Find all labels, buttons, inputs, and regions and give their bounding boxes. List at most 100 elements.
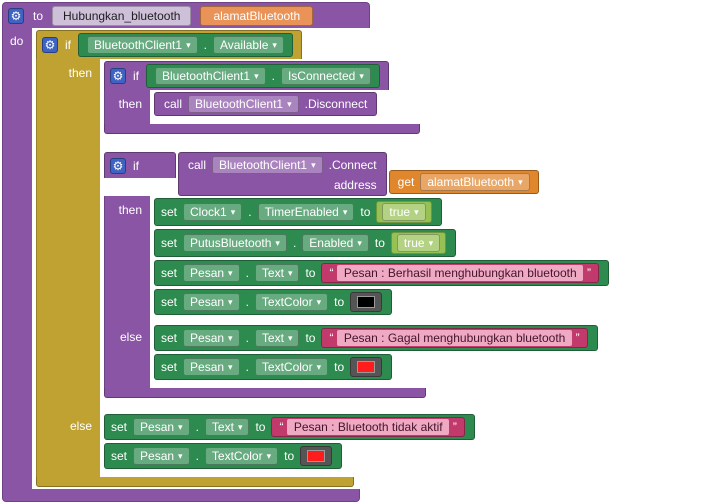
to-keyword: to [334,360,345,374]
dropdown-value: BluetoothClient1 [162,69,251,83]
to-keyword: to [374,236,385,250]
dropdown-value: Pesan [140,420,175,434]
if-connect-header[interactable]: ⚙ if [104,152,176,178]
dropdown-caret-icon: ▾ [518,176,523,187]
component-dropdown[interactable]: BluetoothClient1▾ [155,67,266,85]
property-dropdown[interactable]: Text▾ [204,418,250,436]
component-dropdown[interactable]: Pesan▾ [133,418,190,436]
set-pesan-textcolor-red[interactable]: set Pesan▾ . TextColor▾ to [154,354,393,380]
to-keyword: to [360,205,371,219]
dropdown-caret-icon: ▾ [272,39,277,50]
to-keyword: to [334,295,345,309]
mutator-gear-icon[interactable]: ⚙ [110,68,126,84]
if-connect-block[interactable]: ⚙ if call BluetoothClient1▾ [104,152,609,398]
component-dropdown[interactable]: Clock1▾ [183,203,243,221]
property-dropdown[interactable]: Available▾ [212,36,284,54]
text-value-field[interactable]: Pesan : Bluetooth tidak aktif [287,419,449,435]
property-dropdown[interactable]: Enabled▾ [302,234,369,252]
color-value-block[interactable] [350,292,383,312]
mutator-gear-icon[interactable]: ⚙ [8,7,24,24]
procedure-header[interactable]: ⚙ to Hubungkan_bluetooth alamatBluetooth [2,2,370,28]
dropdown-caret-icon: ▾ [275,237,280,248]
component-dropdown[interactable]: BluetoothClient1▾ [87,36,198,54]
color-swatch[interactable] [307,450,326,462]
get-variable-block[interactable]: get alamatBluetooth▾ [388,170,539,194]
set-keyword: set [161,360,178,374]
variable-dropdown[interactable]: alamatBluetooth▾ [420,173,530,191]
dot-separator: . [203,38,207,52]
dropdown-value: true [389,205,411,219]
procedure-block[interactable]: ⚙ to Hubungkan_bluetooth alamatBluetooth… [2,2,609,502]
set-pesan-textcolor-black[interactable]: set Pesan▾ . TextColor▾ to [154,289,393,315]
dropdown-caret-icon: ▾ [287,267,293,278]
property-dropdown[interactable]: TextColor▾ [254,293,329,311]
dropdown-value: IsConnected [287,69,356,83]
mutator-gear-icon[interactable]: ⚙ [42,37,58,53]
gear-glyph: ⚙ [112,158,124,173]
property-dropdown[interactable]: TextColor▾ [254,358,329,376]
dropdown-value: Text [211,420,234,434]
call-connect-row: call BluetoothClient1▾ .Connect [179,153,386,177]
text-string-block[interactable]: “ Pesan : Bluetooth tidak aktif ” [271,417,465,437]
outer-if-header[interactable]: ⚙ if BluetoothClient1▾ . Available▾ [36,30,302,59]
property-getter-isconnected[interactable]: BluetoothClient1▾ . IsConnected▾ [146,64,380,88]
property-getter-available[interactable]: BluetoothClient1▾ . Available▾ [78,33,293,57]
address-arg-label: address [333,178,377,192]
logic-value-dropdown[interactable]: true▾ [396,234,441,252]
color-swatch[interactable] [357,296,376,308]
dropdown-value: Available [219,38,269,52]
dot-separator: . [245,266,249,280]
if-isconnected-block[interactable]: ⚙ if BluetoothClient1▾ . IsConnected▾ [104,61,420,134]
set-clock1-timerenabled[interactable]: set Clock1▾ . TimerEnabled▾ to true▾ [154,198,442,226]
if-isconnected-header[interactable]: ⚙ if BluetoothClient1▾ . IsConnected▾ [104,61,389,90]
dropdown-value: BluetoothClient1 [195,97,284,111]
text-string-block[interactable]: “ Pesan : Gagal menghubungkan bluetooth … [321,328,588,348]
logic-true-block[interactable]: true▾ [390,232,447,254]
set-pesan-textcolor-red-outer[interactable]: set Pesan▾ . TextColor▾ to [104,443,343,469]
dropdown-caret-icon: ▾ [254,70,259,81]
component-dropdown[interactable]: PutusBluetooth▾ [183,234,287,252]
dropdown-caret-icon: ▾ [357,237,362,248]
color-value-block[interactable] [300,446,333,466]
component-dropdown[interactable]: Pesan▾ [183,358,240,376]
call-disconnect-block[interactable]: call BluetoothClient1▾ .Disconnect [154,92,378,116]
procedure-name-field[interactable]: Hubungkan_bluetooth [52,5,192,26]
mutator-gear-icon[interactable]: ⚙ [110,157,126,174]
text-value-field[interactable]: Pesan : Berhasil menghubungkan bluetooth [337,265,583,281]
component-dropdown[interactable]: BluetoothClient1▾ [212,156,323,174]
text-string-block[interactable]: “ Pesan : Berhasil menghubungkan bluetoo… [321,263,599,283]
component-dropdown[interactable]: Pesan▾ [183,264,240,282]
dropdown-caret-icon: ▾ [237,421,243,432]
set-pesan-text-berhasil[interactable]: set Pesan▾ . Text▾ to “ Pesan : Berhasil… [154,260,609,286]
text-value-field[interactable]: Pesan : Gagal menghubungkan bluetooth [337,330,572,346]
call-connect-block[interactable]: call BluetoothClient1▾ .Connect address [178,152,387,196]
dropdown-value: TextColor [211,449,263,463]
outer-if-else-block[interactable]: ⚙ if BluetoothClient1▾ . Available▾ then [36,30,609,487]
set-keyword: set [111,420,128,434]
logic-true-block[interactable]: true▾ [376,201,432,223]
set-pesan-text-tidak-aktif[interactable]: set Pesan▾ . Text▾ to “ Pesan : Bluetoot… [104,414,475,440]
dropdown-caret-icon: ▾ [186,39,191,50]
dropdown-caret-icon: ▾ [228,296,233,307]
property-dropdown[interactable]: Text▾ [254,329,300,347]
parameter-chip[interactable]: alamatBluetooth [200,5,314,26]
property-dropdown[interactable]: TextColor▾ [204,447,279,465]
set-pesan-text-gagal[interactable]: set Pesan▾ . Text▾ to “ Pesan : Gagal me… [154,325,598,351]
component-dropdown[interactable]: BluetoothClient1▾ [188,95,299,113]
set-putusbluetooth-enabled[interactable]: set PutusBluetooth▾ . Enabled▾ to true▾ [154,229,457,257]
component-dropdown[interactable]: Pesan▾ [133,447,190,465]
logic-value-dropdown[interactable]: true▾ [382,203,426,221]
dropdown-caret-icon: ▾ [414,206,419,217]
color-value-block[interactable] [350,357,383,377]
then-label-rail: then [36,59,100,412]
component-dropdown[interactable]: Pesan▾ [183,293,240,311]
color-swatch[interactable] [357,361,376,373]
property-dropdown[interactable]: Text▾ [254,264,300,282]
property-dropdown[interactable]: TimerEnabled▾ [257,203,355,221]
component-dropdown[interactable]: Pesan▾ [183,329,240,347]
dropdown-value: Pesan [190,266,225,280]
open-quote: “ [329,266,334,280]
dropdown-value: TextColor [261,295,313,309]
property-dropdown[interactable]: IsConnected▾ [280,67,371,85]
